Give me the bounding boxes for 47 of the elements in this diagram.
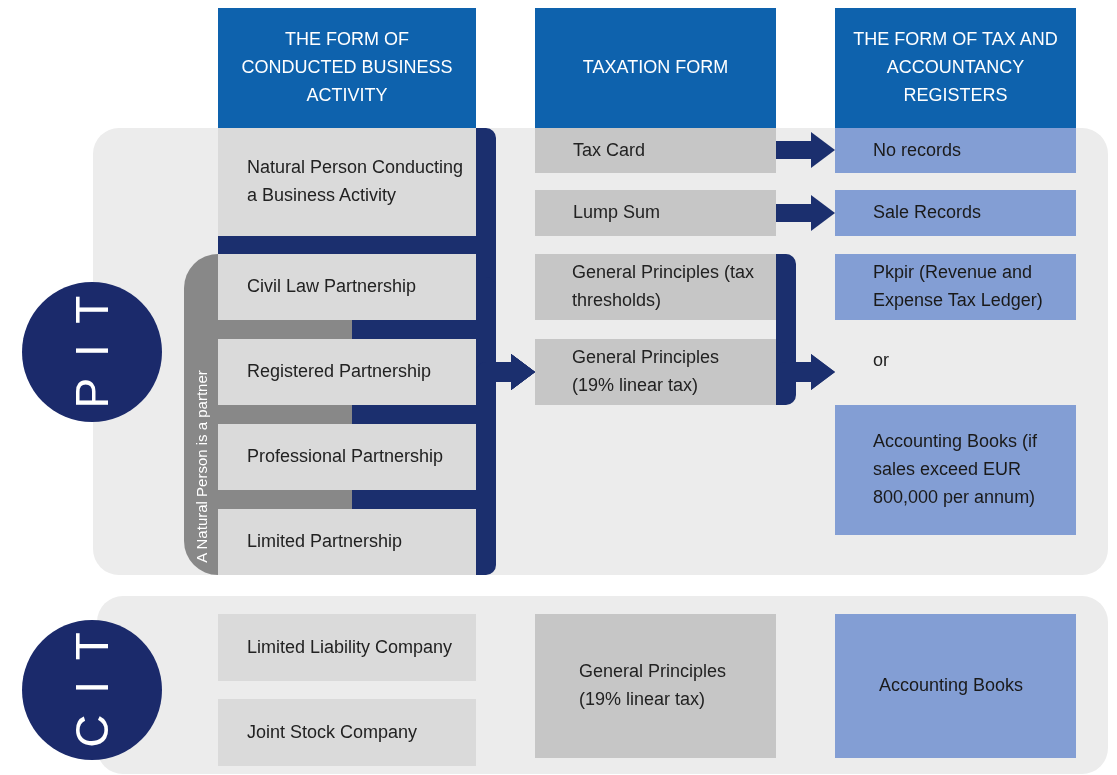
business-form-box <box>218 424 476 490</box>
arrow <box>476 354 535 575</box>
box-label: No records <box>873 138 962 162</box>
box-label: Joint Stock Company <box>247 720 418 744</box>
box-label: Tax Card <box>573 138 646 162</box>
register-box <box>835 405 1076 535</box>
box-label: Sale Records <box>873 201 982 225</box>
box-label: Accounting Books (if sales exceed EUR 800,000 per annum) <box>873 430 1039 509</box>
arrow <box>776 195 835 231</box>
box-label: Pkpir (Revenue and Expense Tax Ledger) <box>873 261 1044 312</box>
business-form-box <box>218 509 476 575</box>
register-box <box>835 128 1076 173</box>
box-label: Accounting Books <box>879 674 1024 698</box>
column-header <box>218 8 476 128</box>
taxation-form-box <box>535 254 776 320</box>
taxation-form-box <box>535 128 776 173</box>
business-form-box <box>218 128 476 236</box>
box-label: Lump Sum <box>573 201 661 225</box>
box-label: THE FORM OF TAX AND ACCOUNTANCY REGISTERS <box>852 28 1059 107</box>
box-label: Civil Law Partnership <box>247 275 417 299</box>
connector-text: or <box>873 349 889 373</box>
box-label: General Principles (19% linear tax) <box>572 346 721 397</box>
partner-bracket <box>184 254 218 575</box>
taxation-form-box <box>535 614 776 758</box>
box-label: Limited Liability Company <box>247 635 453 659</box>
box-label: Professional Partnership <box>247 445 444 469</box>
taxation-form-box <box>535 339 776 405</box>
box-label: General Principles (19% linear tax) <box>579 660 728 711</box>
box-label: Registered Partnership <box>247 360 432 384</box>
circle-label: CIT <box>65 611 119 750</box>
business-form-box <box>218 254 476 320</box>
box-label: General Principles (tax thresholds) <box>572 261 756 312</box>
box-label: TAXATION FORM <box>582 56 729 80</box>
circle-label: PIT <box>65 274 119 411</box>
column-header <box>835 8 1076 128</box>
box-label: THE FORM OF CONDUCTED BUSINESS ACTIVITY <box>240 28 454 107</box>
register-box <box>835 254 1076 320</box>
arrow <box>776 354 835 405</box>
box-label: Natural Person Conducting a Business Activity <box>247 156 464 207</box>
register-box <box>835 190 1076 236</box>
arrow <box>776 132 835 168</box>
register-box <box>835 614 1076 758</box>
business-form-box <box>218 339 476 405</box>
column-header <box>535 8 776 128</box>
taxation-form-box <box>535 190 776 236</box>
box-label: Limited Partnership <box>247 530 403 554</box>
bracket-label: A Natural Person is a partner <box>192 370 210 563</box>
